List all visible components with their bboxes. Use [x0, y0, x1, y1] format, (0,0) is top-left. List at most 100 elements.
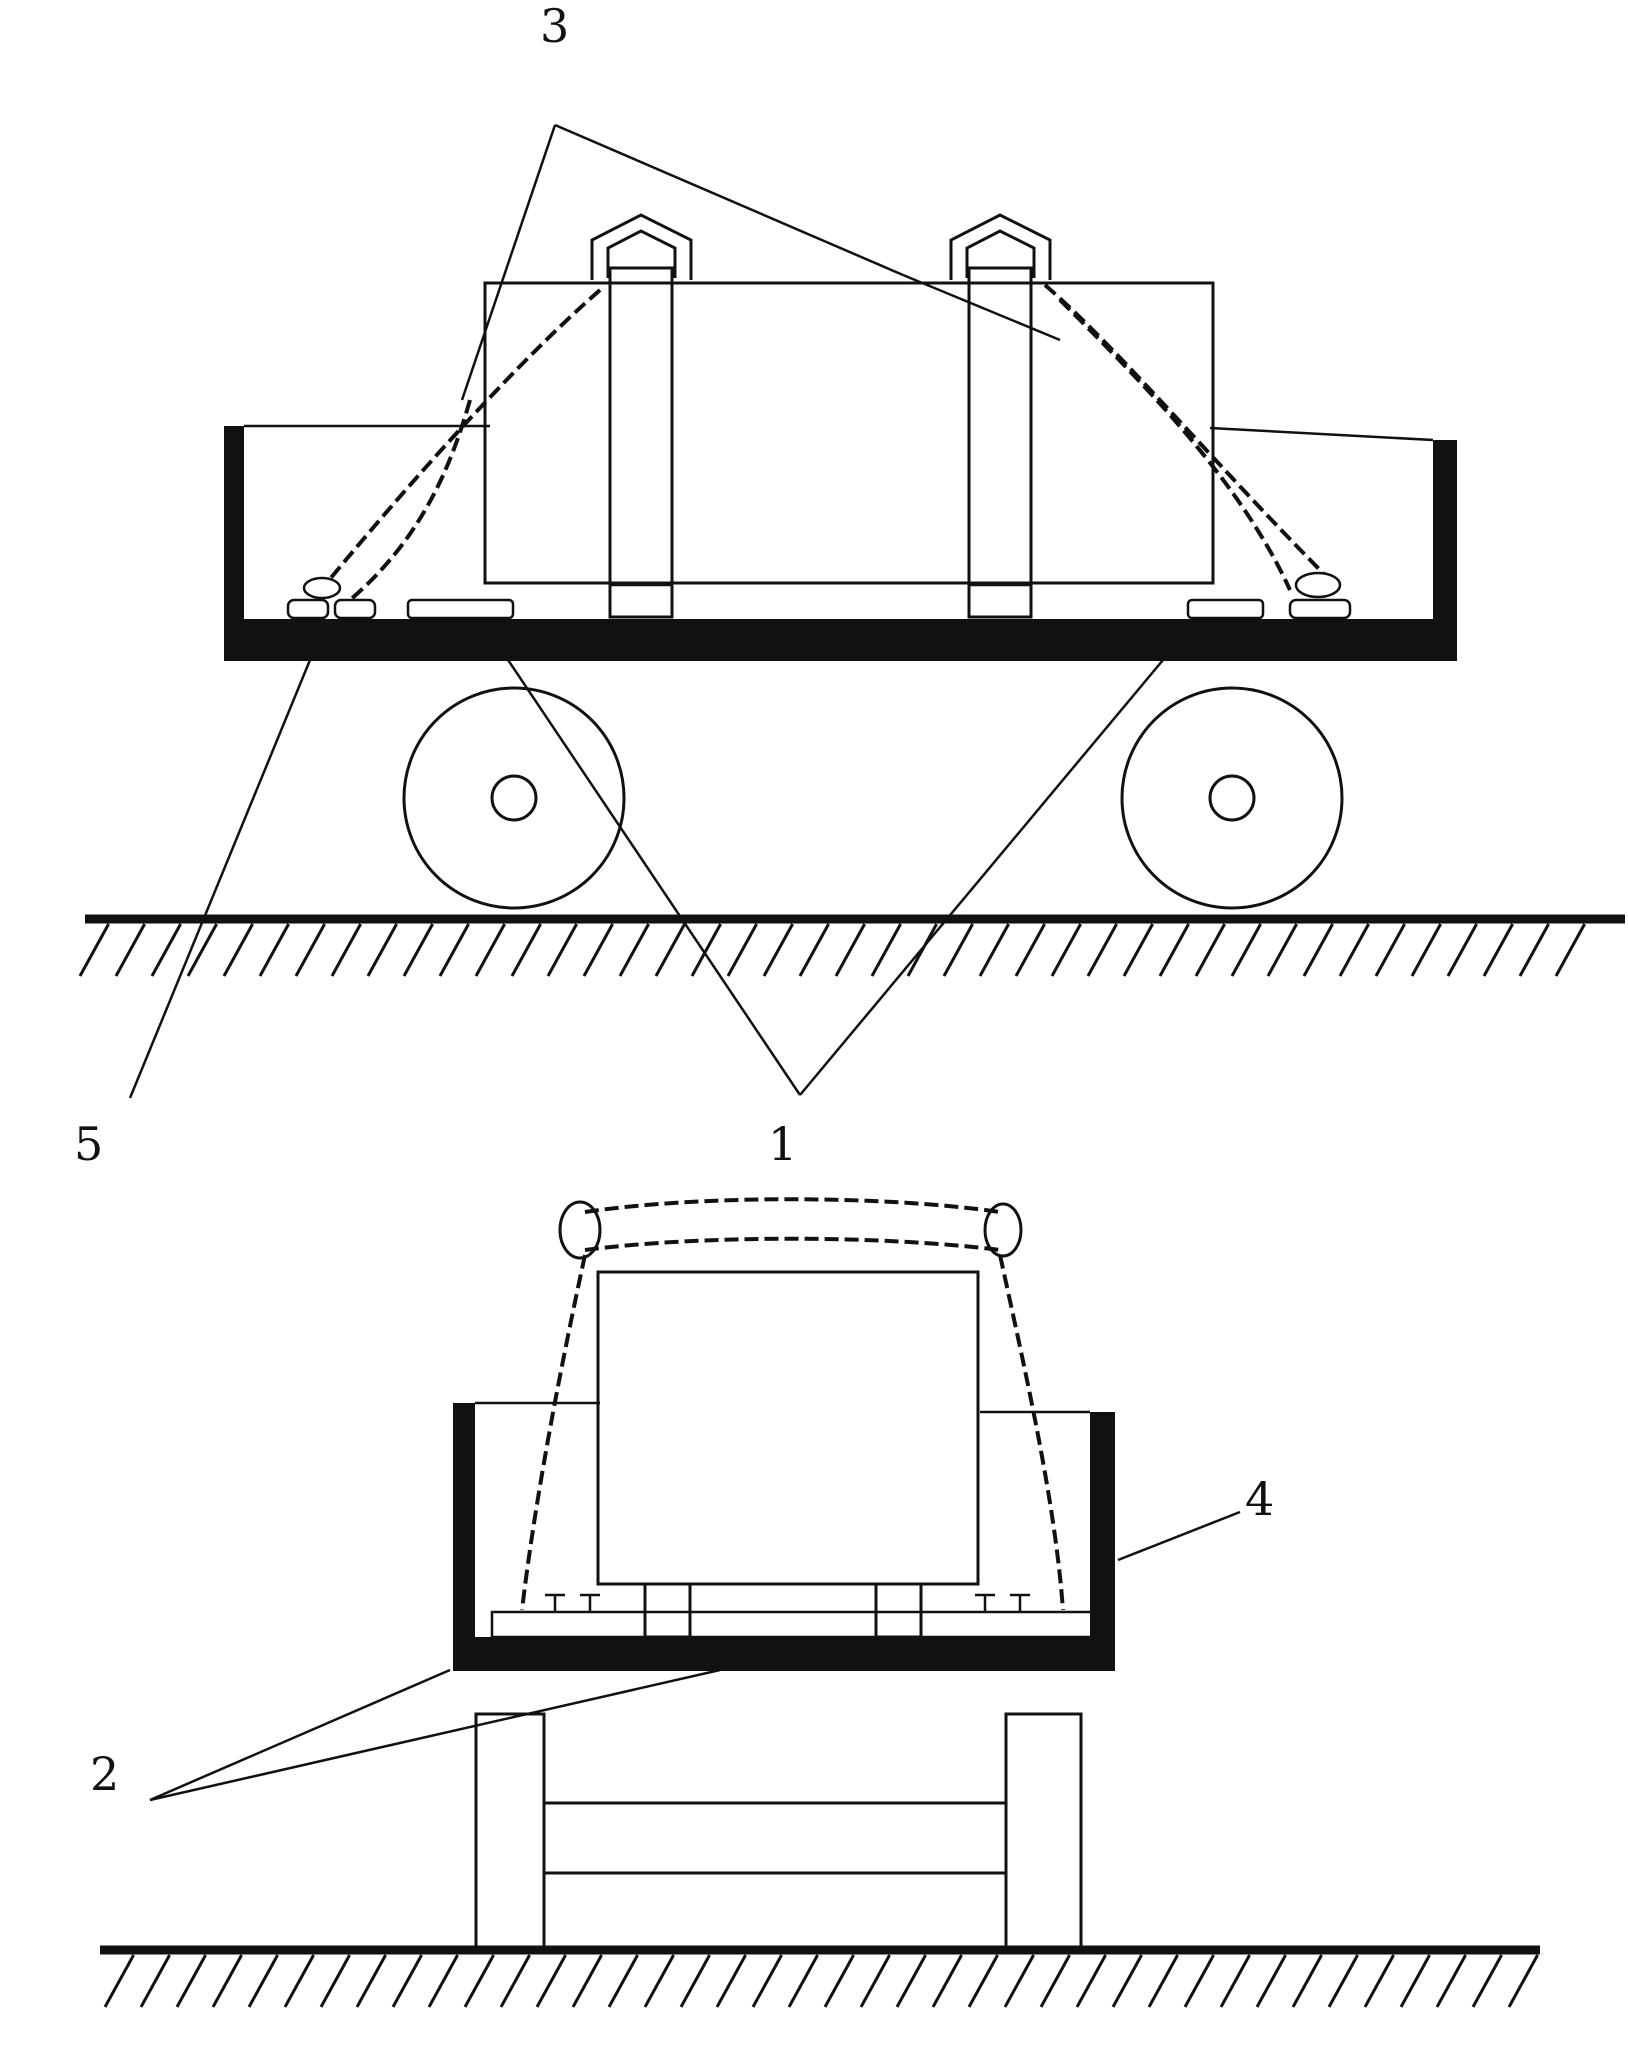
hatch-line	[1219, 1954, 1251, 2008]
hatch-line	[715, 1954, 747, 2008]
hatch-line	[139, 1954, 171, 2008]
end-view: 4 2	[90, 1197, 1540, 2008]
leader-lines-top	[128, 123, 1164, 1099]
hatch-line	[222, 923, 254, 977]
hatch-line	[438, 923, 470, 977]
label-3: 3	[540, 0, 569, 53]
hatch-line	[402, 923, 434, 977]
hatch-line	[1050, 923, 1082, 977]
hatch-line	[1183, 1954, 1215, 2008]
hatch-line	[1291, 1954, 1323, 2008]
hatch-line	[319, 1954, 351, 2008]
hatch-line	[859, 1954, 891, 2008]
hatch-line	[798, 923, 830, 977]
hatch-line	[1435, 1954, 1467, 2008]
hatch-line	[690, 923, 722, 977]
hatch-line	[823, 1954, 855, 2008]
hatch-line	[978, 923, 1010, 977]
hatch-line	[1230, 923, 1262, 977]
wheel-right	[1120, 686, 1344, 910]
chain-side-left-end	[520, 1254, 587, 1611]
hatch-line	[762, 923, 794, 977]
hatch-line	[726, 923, 758, 977]
hatch-line	[330, 923, 362, 977]
hatch-line	[751, 1954, 783, 2008]
label-5: 5	[74, 1117, 103, 1171]
hatch-line	[186, 923, 218, 977]
hatch-line	[294, 923, 326, 977]
hatch-line	[1122, 923, 1154, 977]
hatch-line	[247, 1954, 279, 2008]
hatch-line	[474, 923, 506, 977]
ground-hatching-top	[78, 923, 1586, 977]
hatch-line	[114, 923, 146, 977]
hatch-line	[967, 1954, 999, 2008]
hatch-line	[787, 1954, 819, 2008]
hatch-line	[1399, 1954, 1431, 2008]
hatch-line	[679, 1954, 711, 2008]
chain-left-outer	[323, 288, 602, 587]
hatch-line	[931, 1954, 963, 2008]
label-4: 4	[1245, 1472, 1274, 1526]
hatch-line	[1255, 1954, 1287, 2008]
hatch-line	[1086, 923, 1118, 977]
hatch-line	[463, 1954, 495, 2008]
hatch-line	[1338, 923, 1370, 977]
hatch-line	[510, 923, 542, 977]
cart-body	[224, 424, 1457, 661]
hatch-line	[366, 923, 398, 977]
rail-stand	[474, 1712, 1083, 1952]
ground-bottom	[100, 1945, 1540, 2008]
hatch-line	[1446, 923, 1478, 977]
hatch-line	[1471, 1954, 1503, 2008]
hatch-line	[643, 1954, 675, 2008]
ground-hatching-bottom	[103, 1954, 1539, 2008]
hatch-line	[1518, 923, 1550, 977]
load-block	[483, 281, 1215, 585]
hatch-line	[1039, 1954, 1071, 2008]
hatch-line	[895, 1954, 927, 2008]
hatch-line	[1003, 1954, 1035, 2008]
label-2: 2	[90, 1747, 119, 1801]
hatch-line	[1327, 1954, 1359, 2008]
hatch-line	[1194, 923, 1226, 977]
hatch-line	[175, 1954, 207, 2008]
hatch-line	[1266, 923, 1298, 977]
post-right	[949, 213, 1052, 619]
hatch-line	[870, 923, 902, 977]
hatch-line	[1111, 1954, 1143, 2008]
hatch-line	[427, 1954, 459, 2008]
hatch-line	[834, 923, 866, 977]
hatch-line	[283, 1954, 315, 2008]
hatch-line	[355, 1954, 387, 2008]
hatch-line	[582, 923, 614, 977]
label-1: 1	[768, 1117, 797, 1171]
load-block-end	[596, 1270, 980, 1639]
hatch-line	[607, 1954, 639, 2008]
hatch-line	[1075, 1954, 1107, 2008]
hatch-line	[103, 1954, 135, 2008]
hatch-line	[1158, 923, 1190, 977]
hatch-line	[1147, 1954, 1179, 2008]
hatch-line	[258, 923, 290, 977]
anchors-top	[286, 571, 1352, 620]
chain-side-right-end	[998, 1254, 1065, 1611]
hatch-line	[618, 923, 650, 977]
chain-top-end	[558, 1197, 1023, 1274]
hatch-line	[1482, 923, 1514, 977]
hatch-line	[1507, 1954, 1539, 2008]
hatch-line	[211, 1954, 243, 2008]
hatch-line	[1554, 923, 1586, 977]
hatch-line	[654, 923, 686, 977]
chain-right-inner	[1058, 298, 1292, 591]
ground-top	[78, 914, 1625, 977]
hatch-line	[1302, 923, 1334, 977]
cart-end	[453, 1401, 1115, 1671]
hatch-line	[942, 923, 974, 977]
hatch-line	[535, 1954, 567, 2008]
leader-lines-bottom	[149, 1510, 1241, 1802]
hatch-line	[546, 923, 578, 977]
chain-left-inner	[348, 399, 472, 602]
wheel-left	[402, 686, 626, 910]
